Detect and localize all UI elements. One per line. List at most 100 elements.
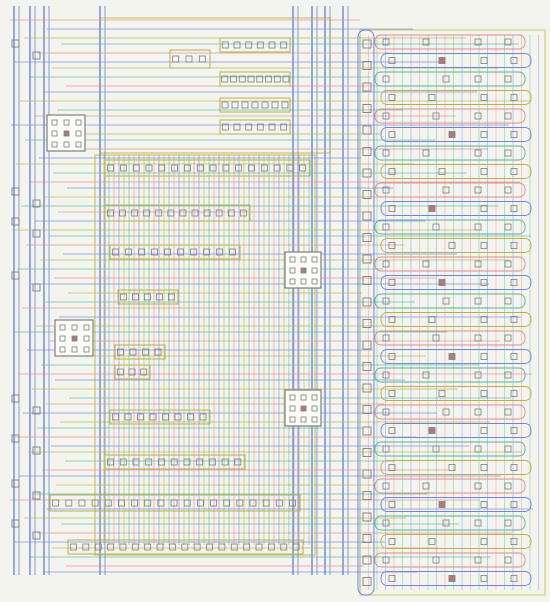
contact	[167, 209, 175, 217]
via	[83, 346, 90, 353]
transistor-cell	[380, 423, 532, 438]
contact	[169, 543, 176, 551]
contact	[268, 123, 276, 131]
contact	[388, 242, 396, 249]
contact	[144, 543, 152, 551]
contact	[362, 104, 372, 113]
contact	[448, 353, 456, 360]
contact	[119, 458, 127, 466]
contact	[504, 75, 512, 83]
cell-block	[114, 364, 151, 380]
contact	[362, 469, 372, 479]
contact	[448, 242, 456, 249]
contact	[154, 348, 162, 356]
contact	[480, 94, 488, 101]
well-outline	[94, 154, 316, 556]
contact	[510, 131, 518, 138]
contact	[245, 41, 253, 49]
contact	[428, 205, 436, 212]
contact	[227, 209, 235, 217]
contact	[221, 458, 229, 466]
contact	[132, 458, 140, 466]
via	[83, 335, 90, 342]
contact	[196, 458, 204, 466]
via	[300, 278, 307, 285]
contact	[179, 209, 187, 217]
transistor-cell	[374, 367, 526, 383]
contact	[362, 405, 372, 414]
transistor-cell	[374, 552, 526, 568]
contact	[271, 101, 279, 109]
contact	[442, 186, 450, 194]
contact	[32, 199, 41, 208]
contact	[382, 223, 390, 231]
contact	[221, 101, 229, 109]
contact	[480, 242, 488, 249]
contact	[158, 164, 166, 172]
contact	[474, 445, 482, 453]
contact	[256, 41, 264, 49]
contact	[474, 482, 482, 490]
via	[71, 346, 78, 353]
contact	[11, 271, 20, 280]
transistor-cell	[374, 404, 526, 420]
contact	[448, 131, 456, 138]
contact	[480, 279, 488, 286]
cell-block	[219, 71, 291, 87]
contact	[112, 413, 119, 421]
via	[59, 346, 66, 353]
contact	[428, 538, 436, 545]
contact	[119, 209, 126, 217]
contact	[32, 531, 41, 540]
contact	[91, 499, 99, 507]
contact	[362, 168, 372, 178]
contact	[183, 499, 191, 507]
contact	[11, 434, 20, 443]
contact	[442, 75, 450, 83]
contact	[474, 260, 482, 268]
contact	[117, 348, 124, 356]
contact	[480, 427, 488, 434]
via	[311, 256, 318, 263]
contact	[267, 543, 275, 551]
contact	[280, 41, 288, 49]
transistor-cell	[380, 386, 532, 401]
transistor-cell	[374, 441, 526, 457]
contact	[480, 464, 488, 471]
contact	[170, 458, 178, 466]
contact	[438, 168, 446, 175]
contact	[236, 499, 244, 507]
contact	[191, 209, 199, 217]
contact	[131, 293, 139, 301]
contact	[120, 293, 127, 301]
contact	[388, 205, 396, 212]
cell-block	[109, 409, 211, 425]
contact	[422, 38, 430, 46]
contact	[382, 556, 390, 564]
contact	[289, 499, 296, 507]
contact	[382, 186, 390, 194]
contact	[474, 75, 482, 83]
contact	[362, 233, 372, 242]
contact	[282, 75, 290, 83]
contact	[145, 164, 153, 172]
transistor-cell	[374, 145, 526, 161]
contact	[65, 499, 73, 507]
contact	[249, 499, 257, 507]
contact	[124, 413, 132, 421]
cell-block-layer	[49, 37, 311, 555]
contact	[235, 164, 243, 172]
contact	[216, 248, 224, 256]
contact	[209, 164, 217, 172]
contact	[432, 334, 440, 342]
contact-layer	[11, 39, 307, 551]
cell-block	[114, 344, 166, 360]
via	[59, 335, 66, 342]
contact	[11, 187, 20, 196]
contact	[260, 164, 268, 172]
contact	[155, 209, 163, 217]
contact	[362, 448, 372, 457]
via	[289, 267, 296, 274]
transistor-cell	[380, 201, 532, 216]
contact	[268, 41, 276, 49]
